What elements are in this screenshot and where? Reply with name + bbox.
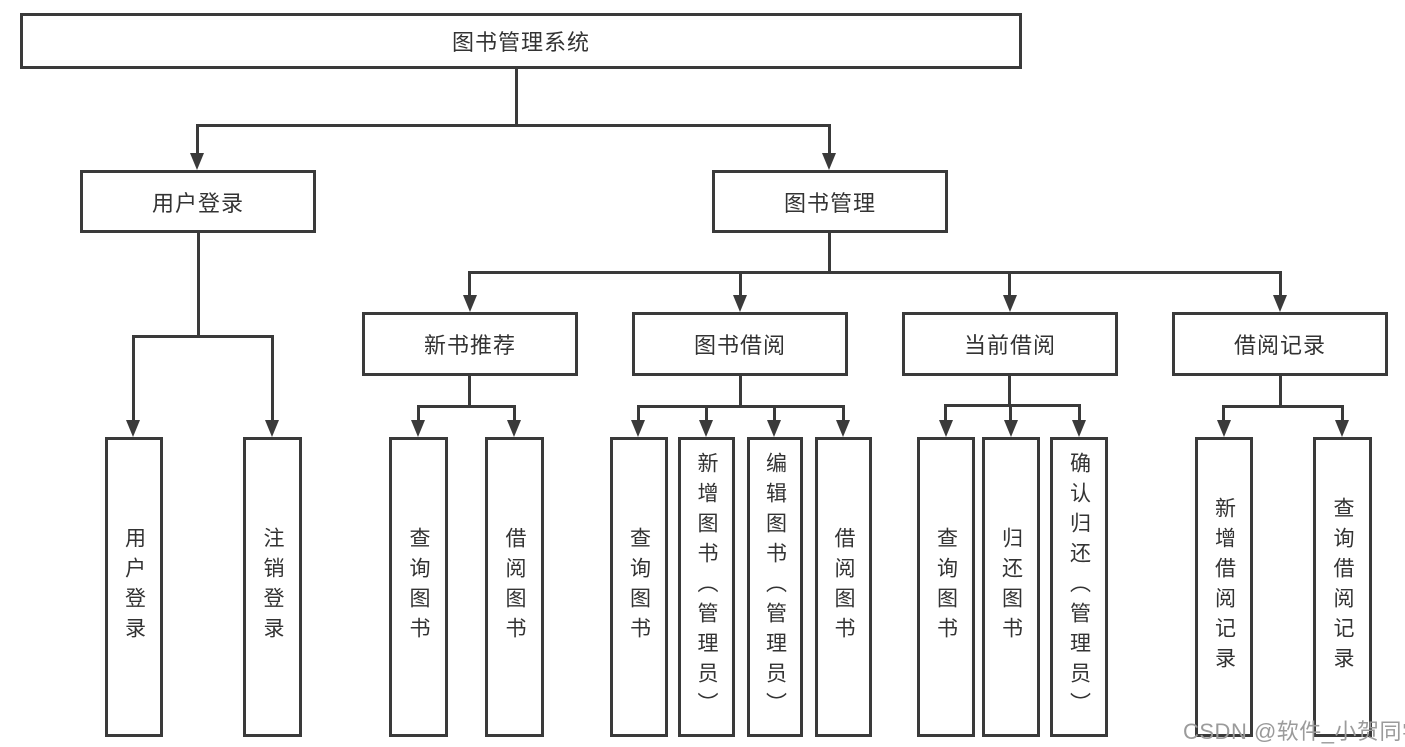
arrow-down-icon bbox=[836, 420, 850, 437]
leaf-label: 查询图书 bbox=[407, 527, 430, 647]
connector-bookborrow-hline bbox=[637, 405, 845, 408]
node-current-borrow: 当前借阅 bbox=[902, 312, 1118, 376]
leaf-label: 编辑图书（管理员） bbox=[763, 452, 787, 722]
connector-bookmgmt-hline bbox=[468, 271, 1282, 274]
connector-drop bbox=[417, 405, 420, 422]
node-library-management-system: 图书管理系统 bbox=[20, 13, 1022, 69]
connector-drop-book-management bbox=[828, 124, 831, 154]
connector-newbooks-vline bbox=[468, 376, 471, 407]
connector-drop bbox=[842, 405, 845, 422]
leaf-label: 查询图书 bbox=[627, 527, 651, 647]
connector-drop bbox=[1341, 405, 1344, 422]
connector-drop-current-borrow bbox=[1008, 271, 1011, 297]
connector-root-vline bbox=[515, 69, 518, 126]
connector-drop bbox=[513, 405, 516, 422]
leaf-label: 归还图书 bbox=[999, 527, 1023, 647]
leaf-user-login: 用户登录 bbox=[105, 437, 163, 737]
arrow-down-icon bbox=[190, 153, 204, 170]
leaf-newbooks-borrow-book: 借阅图书 bbox=[485, 437, 544, 737]
connector-drop-borrow-records bbox=[1279, 271, 1282, 297]
leaf-current-query-book: 查询图书 bbox=[917, 437, 975, 737]
arrow-down-icon bbox=[265, 420, 279, 437]
connector-drop bbox=[944, 404, 947, 422]
arrow-down-icon bbox=[822, 153, 836, 170]
arrow-down-icon bbox=[1004, 420, 1018, 437]
connector-userlogin-vline bbox=[197, 232, 200, 338]
connector-drop bbox=[773, 405, 776, 422]
leaf-label: 新增图书（管理员） bbox=[695, 452, 718, 722]
node-label: 图书管理系统 bbox=[451, 30, 590, 55]
leaf-label: 借阅图书 bbox=[832, 527, 855, 647]
connector-drop bbox=[637, 405, 640, 422]
connector-drop-new-books bbox=[468, 271, 471, 297]
arrow-down-icon bbox=[1335, 420, 1349, 437]
arrow-down-icon bbox=[733, 295, 747, 312]
connector-drop-login bbox=[132, 335, 135, 422]
leaf-records-query-record: 查询借阅记录 bbox=[1313, 437, 1372, 737]
connector-borrowrecords-vline bbox=[1279, 376, 1282, 407]
node-label: 借阅记录 bbox=[1233, 333, 1326, 358]
leaf-label: 用户登录 bbox=[122, 527, 146, 647]
leaf-label: 查询图书 bbox=[934, 527, 958, 647]
arrow-down-icon bbox=[1003, 295, 1017, 312]
csdn-watermark: CSDN @软件_小贺同学 bbox=[1183, 719, 1405, 744]
arrow-down-icon bbox=[126, 420, 140, 437]
leaf-label: 注销登录 bbox=[261, 527, 284, 647]
connector-drop-book-borrow bbox=[739, 271, 742, 297]
node-label: 用户登录 bbox=[151, 190, 244, 216]
node-book-borrow: 图书借阅 bbox=[632, 312, 848, 376]
arrow-down-icon bbox=[699, 420, 713, 437]
arrow-down-icon bbox=[631, 420, 645, 437]
arrow-down-icon bbox=[463, 295, 477, 312]
connector-currentborrow-vline bbox=[1008, 376, 1011, 406]
leaf-current-confirm-return-admin: 确认归还（管理员） bbox=[1050, 437, 1108, 737]
connector-drop bbox=[1009, 404, 1012, 422]
connector-drop bbox=[1078, 404, 1081, 422]
node-new-book-recommend: 新书推荐 bbox=[362, 312, 578, 376]
connector-userlogin-hline bbox=[132, 335, 274, 338]
connector-currentborrow-hline bbox=[944, 404, 1081, 407]
connector-drop-logout bbox=[271, 335, 274, 422]
leaf-borrow-edit-book-admin: 编辑图书（管理员） bbox=[747, 437, 803, 737]
leaf-newbooks-query-book: 查询图书 bbox=[389, 437, 448, 737]
arrow-down-icon bbox=[1273, 295, 1287, 312]
leaf-label: 新增借阅记录 bbox=[1212, 497, 1236, 677]
leaf-borrow-borrow-book: 借阅图书 bbox=[815, 437, 872, 737]
arrow-down-icon bbox=[411, 420, 425, 437]
leaf-logout: 注销登录 bbox=[243, 437, 302, 737]
node-user-login: 用户登录 bbox=[80, 170, 316, 233]
connector-bookborrow-vline bbox=[739, 376, 742, 407]
leaf-label: 借阅图书 bbox=[503, 527, 526, 647]
connector-bookmgmt-vline bbox=[828, 233, 831, 273]
leaf-current-return-book: 归还图书 bbox=[982, 437, 1040, 737]
arrow-down-icon bbox=[767, 420, 781, 437]
arrow-down-icon bbox=[939, 420, 953, 437]
leaf-borrow-query-book: 查询图书 bbox=[610, 437, 668, 737]
leaf-borrow-add-book-admin: 新增图书（管理员） bbox=[678, 437, 735, 737]
arrow-down-icon bbox=[1217, 420, 1231, 437]
connector-newbooks-hline bbox=[417, 405, 516, 408]
node-label: 当前借阅 bbox=[963, 333, 1056, 358]
node-label: 新书推荐 bbox=[423, 333, 516, 358]
connector-drop-user-login bbox=[196, 124, 199, 154]
leaf-label: 确认归还（管理员） bbox=[1067, 452, 1091, 722]
connector-root-hline bbox=[196, 124, 831, 127]
node-borrow-records: 借阅记录 bbox=[1172, 312, 1388, 376]
node-book-management: 图书管理 bbox=[712, 170, 948, 233]
arrow-down-icon bbox=[1072, 420, 1086, 437]
connector-drop bbox=[705, 405, 708, 422]
connector-drop bbox=[1222, 405, 1225, 422]
connector-borrowrecords-hline bbox=[1222, 405, 1344, 408]
node-label: 图书借阅 bbox=[693, 333, 786, 358]
leaf-records-add-record: 新增借阅记录 bbox=[1195, 437, 1253, 737]
arrow-down-icon bbox=[507, 420, 521, 437]
leaf-label: 查询借阅记录 bbox=[1331, 497, 1354, 677]
node-label: 图书管理 bbox=[783, 190, 876, 216]
